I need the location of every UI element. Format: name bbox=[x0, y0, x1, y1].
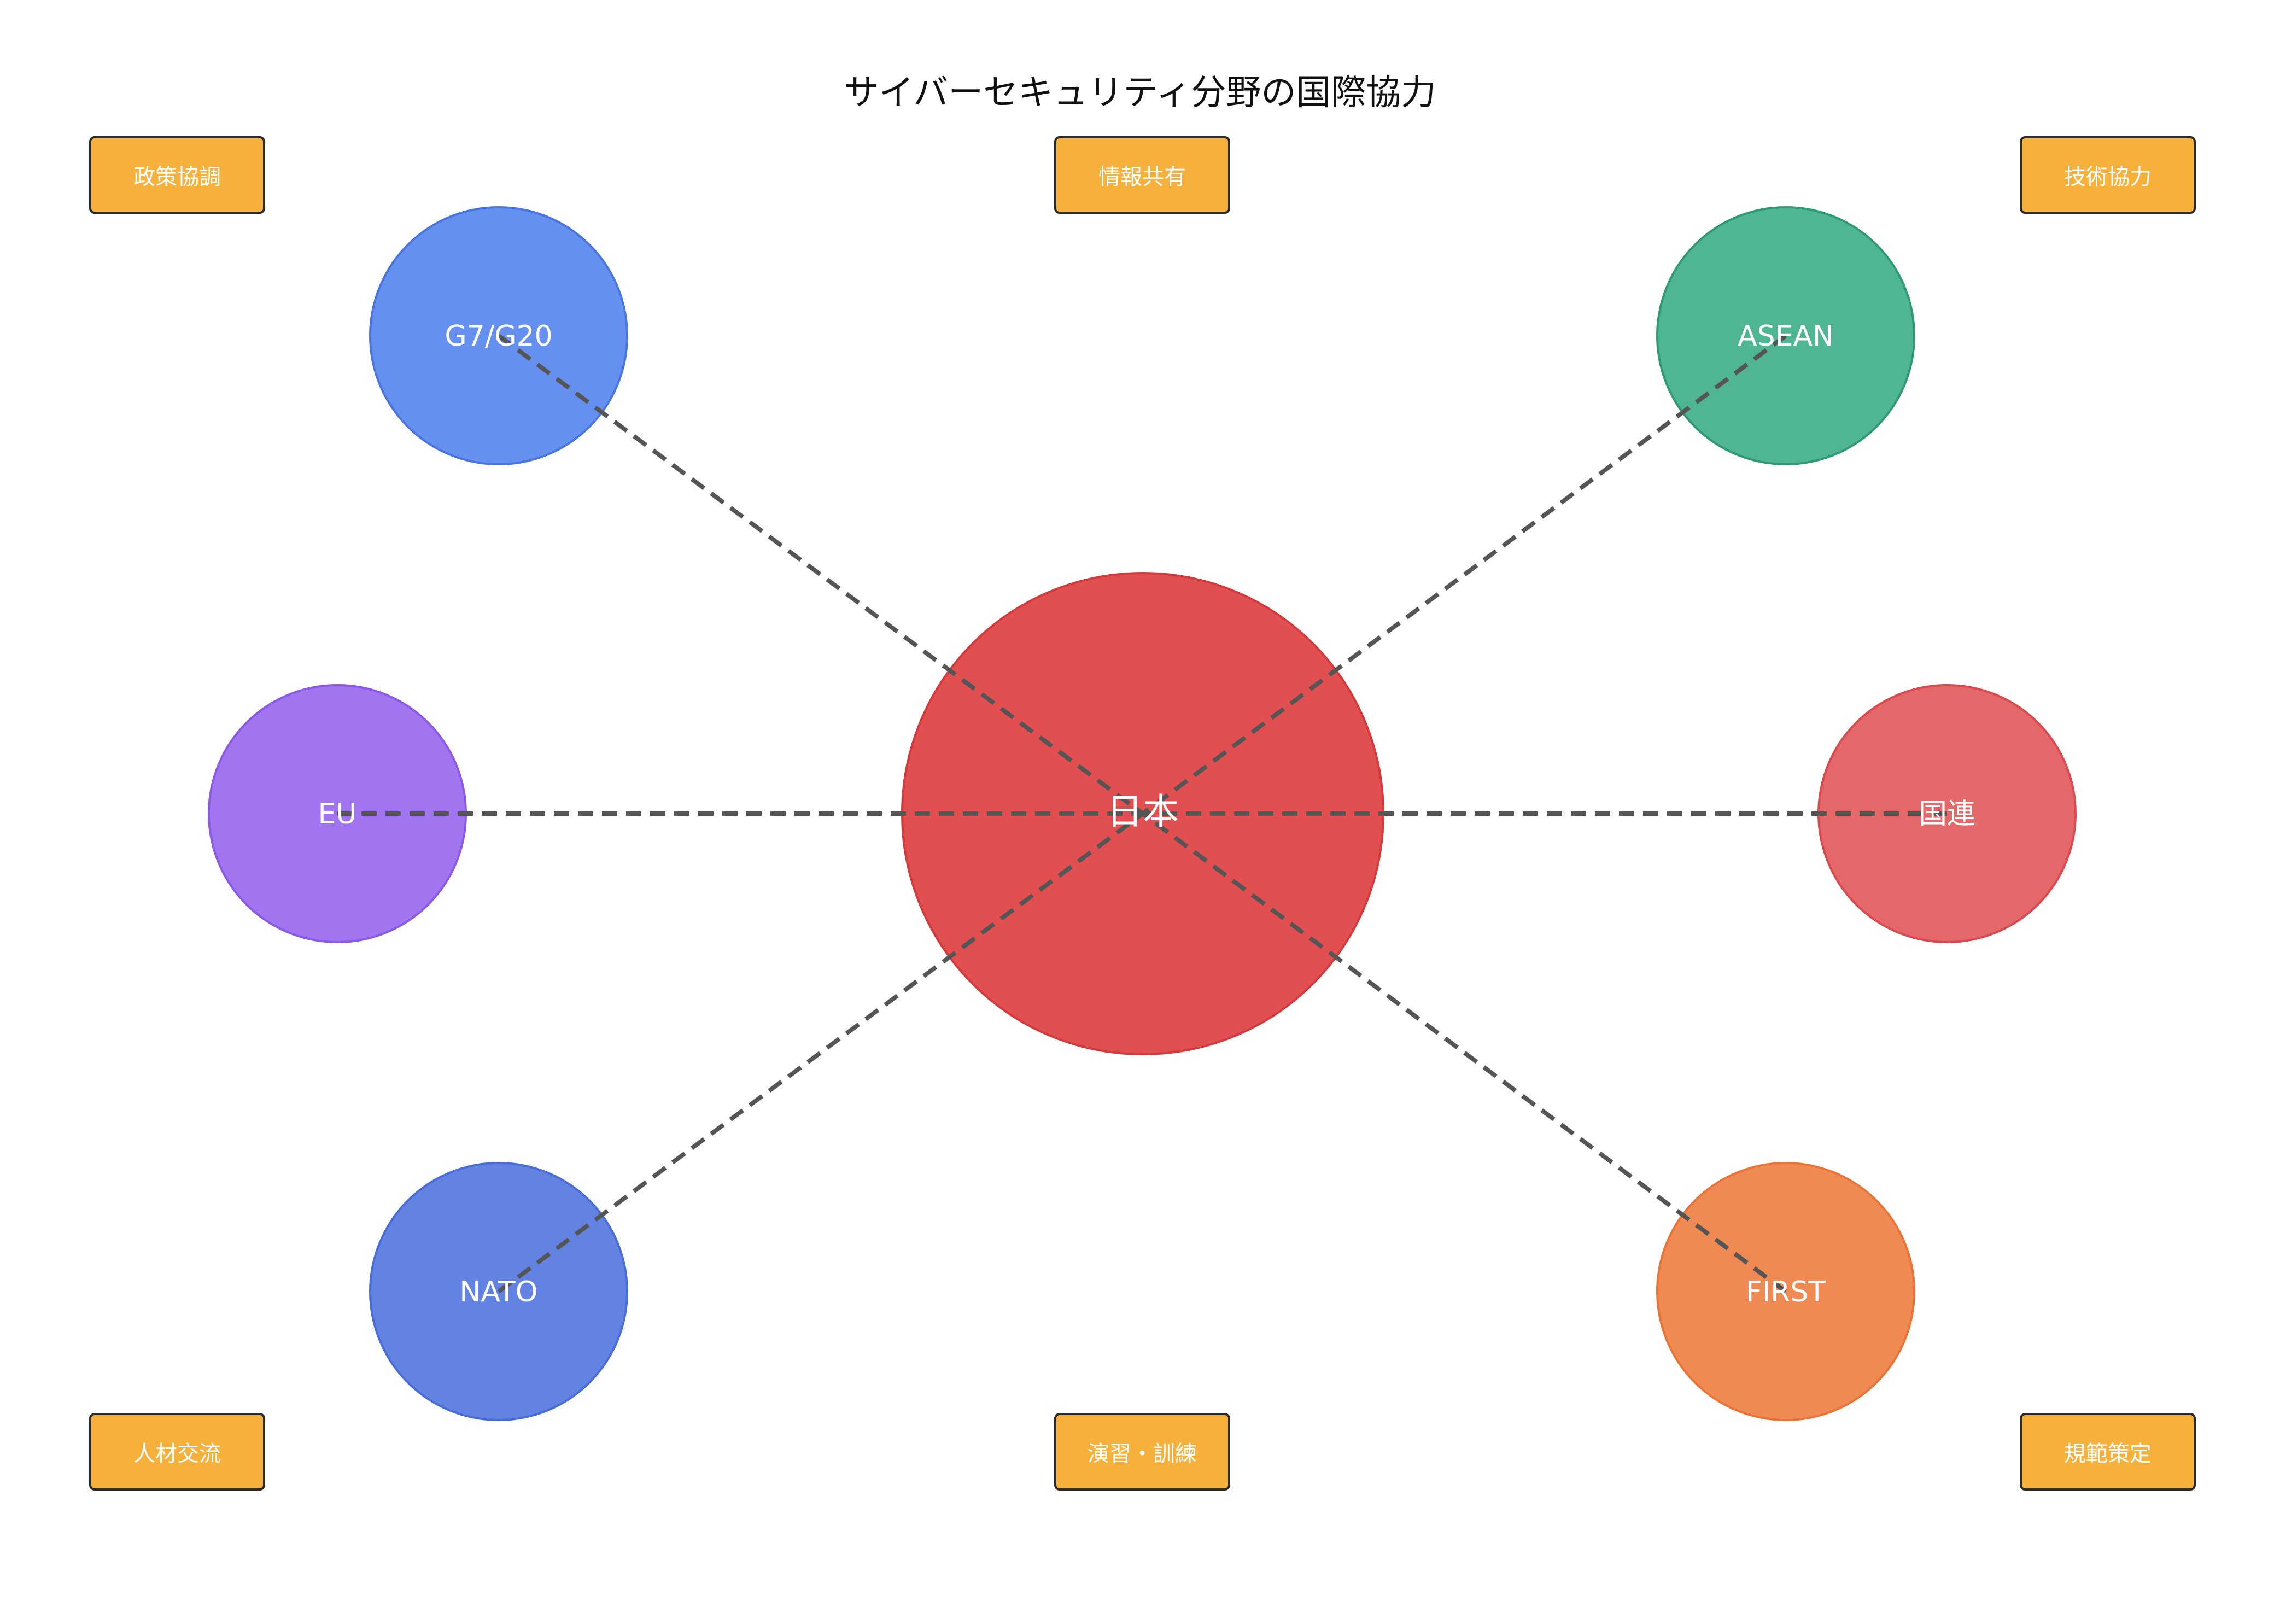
area-box-tech: 技術協力 bbox=[2020, 136, 2196, 214]
node-label-asean: ASEAN bbox=[1738, 320, 1834, 353]
node-label-nato: NATO bbox=[459, 1276, 537, 1308]
connector-japan-nato bbox=[497, 811, 1144, 1294]
diagram-title: サイバーセキュリティ分野の国際協力 bbox=[844, 73, 1436, 113]
node-label-japan: 日本 bbox=[1107, 791, 1179, 833]
connector-japan-first bbox=[1141, 811, 1787, 1294]
area-box-info-sharing: 情報共有 bbox=[1054, 136, 1230, 214]
area-box-policy: 政策協調 bbox=[89, 136, 265, 214]
node-label-un: 国連 bbox=[1919, 798, 1975, 831]
area-box-norms: 規範策定 bbox=[2020, 1413, 2196, 1491]
connector-japan-g7 bbox=[497, 334, 1144, 816]
area-box-people: 人材交流 bbox=[89, 1413, 265, 1491]
node-label-g7-g20: G7/G20 bbox=[445, 320, 552, 353]
connector-japan-asean bbox=[1141, 334, 1787, 816]
node-label-first: FIRST bbox=[1746, 1276, 1826, 1308]
area-box-exercise: 演習・訓練 bbox=[1054, 1413, 1230, 1491]
node-label-eu: EU bbox=[318, 798, 357, 831]
